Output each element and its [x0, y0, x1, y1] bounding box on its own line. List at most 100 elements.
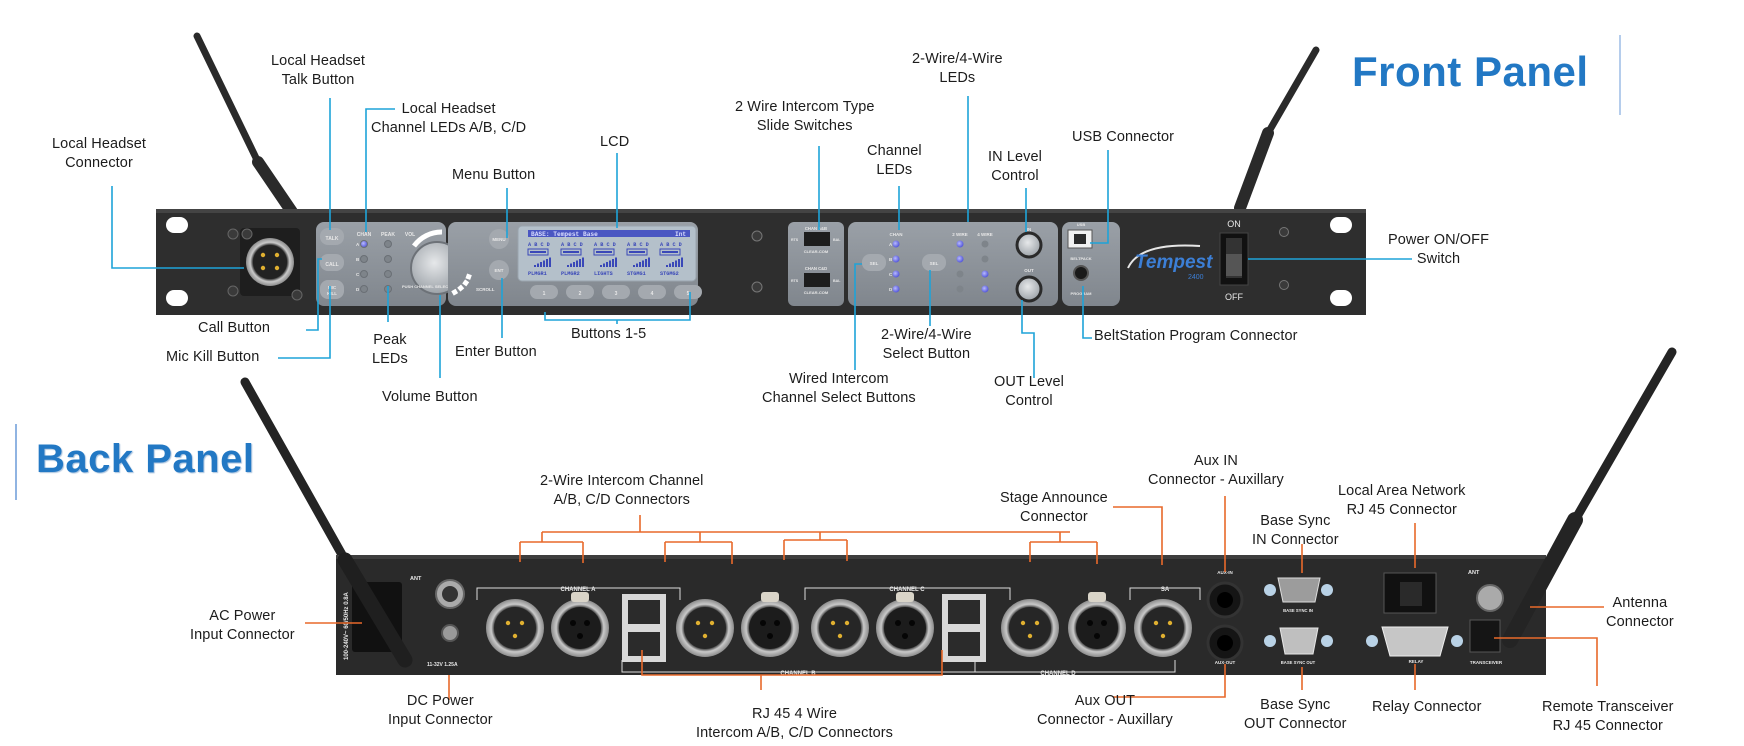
screw-icon	[751, 281, 763, 293]
two-wire-led	[956, 240, 964, 248]
lcd-beltpack-name: PLMGR1	[528, 271, 547, 277]
soft-button-4[interactable]	[638, 285, 666, 299]
beltpack-silk: BELTPACK	[1070, 256, 1091, 261]
call-button-shape[interactable]	[320, 254, 344, 271]
soft-button-5[interactable]	[674, 285, 702, 299]
lcd-signal-bar	[672, 262, 674, 267]
callout-relay: Relay Connector	[1372, 699, 1482, 715]
base-sync-out-silk: BASE SYNC OUT	[1281, 660, 1316, 665]
lcd-channel-letters: A B C D	[594, 242, 616, 248]
channel-c-silk: CHANNEL C	[889, 587, 925, 593]
led-letter: A	[356, 242, 360, 247]
headset-connector	[227, 228, 303, 301]
led-letter: C	[889, 272, 893, 277]
program-silk: PROGRAM	[1071, 291, 1093, 296]
rack-holes	[166, 217, 1352, 306]
lcd-battery-icon	[560, 248, 582, 256]
callout-beltstation-program: BeltStation Program Connector	[1094, 328, 1298, 344]
callout-menu-button: Menu Button	[452, 167, 536, 183]
mic-silk: MIC	[328, 285, 337, 290]
in-level-knob[interactable]	[1015, 231, 1043, 259]
menu-button-shape[interactable]	[489, 229, 509, 249]
back-connectors	[486, 592, 1192, 662]
headset-channel-led	[360, 270, 368, 278]
lcd-signal-bar	[612, 259, 614, 267]
relay-db15-connector	[1366, 626, 1463, 657]
wire-select-button[interactable]	[922, 254, 946, 271]
dc-rating-silk: 11-32V 1.25A	[427, 662, 458, 668]
on-silk: ON	[1227, 219, 1241, 229]
channel-select-button[interactable]	[862, 254, 886, 271]
two-wire-led	[956, 285, 964, 293]
callout-lcd: LCD	[600, 134, 630, 150]
four-wire-led	[981, 240, 989, 248]
lcd-signal-bar	[537, 263, 539, 267]
screw-icon	[751, 230, 763, 242]
slide-switch-ab[interactable]	[804, 232, 830, 246]
out-level-knob[interactable]	[1015, 275, 1043, 303]
callout-volume-button: Volume Button	[382, 389, 478, 405]
lcd-signal-bar	[579, 259, 581, 267]
relay-silk: RELAY	[1409, 659, 1424, 664]
lcd-signal-bar	[609, 260, 611, 267]
peak-led	[384, 255, 392, 263]
led-letter: D	[356, 287, 360, 292]
mic-kill-button-shape[interactable]	[320, 280, 344, 299]
four-wire-led	[981, 285, 989, 293]
lcd-header: BASE: Tempest Base	[531, 231, 598, 238]
headset-channel-led	[360, 240, 368, 248]
lcd-beltpack-name: STGMG2	[660, 271, 679, 277]
two-wire-led	[956, 255, 964, 263]
channel-a-silk: CHANNEL A	[560, 587, 596, 593]
lcd-beltpack-name: PLMGR2	[561, 271, 580, 277]
callout-buttons-1-5: Buttons 1-5	[571, 326, 647, 342]
screw-icon	[1279, 227, 1289, 237]
sel-silk-2: SEL	[930, 261, 939, 266]
two-wire-silk: 2 WIRE	[952, 232, 968, 237]
slide-switch-cd[interactable]	[804, 273, 830, 287]
dc-inlet	[441, 624, 459, 642]
lcd-signal-bar	[546, 259, 548, 267]
lcd-signal-bar	[600, 265, 602, 267]
lcd-signal-bar	[675, 260, 677, 267]
xlr-latch	[896, 592, 914, 602]
lcd-signal-bar	[639, 262, 641, 267]
soft-button-2[interactable]	[566, 285, 594, 299]
rts-silk: RTS	[791, 238, 799, 242]
soft-button-label: 4	[651, 291, 654, 297]
rts-silk-2: RTS	[791, 279, 799, 283]
push-select-silk: PUSH CHANNEL SELECT	[402, 284, 451, 289]
enter-button-shape[interactable]	[489, 260, 509, 280]
soft-button-3[interactable]	[602, 285, 630, 299]
lcd-battery-icon	[593, 248, 615, 256]
led-letter: B	[889, 257, 893, 262]
soft-button-label: 3	[615, 291, 618, 297]
lcd-channel-letters: A B C D	[561, 242, 583, 248]
headset-channel-led	[360, 285, 368, 293]
soft-button-label: 5	[687, 291, 690, 297]
four-wire-silk: 4 WIRE	[977, 232, 993, 237]
talk-button-shape[interactable]	[320, 228, 344, 245]
chan-silk: CHAN	[357, 232, 372, 238]
transceiver-silk: TRANSCEIVER	[1470, 660, 1503, 665]
soft-button-1[interactable]	[530, 285, 558, 299]
wired-intercom-plate	[848, 222, 1058, 306]
ent-silk: ENT	[495, 268, 504, 273]
soft-button-label: 2	[579, 291, 582, 297]
screw-icon	[1279, 280, 1289, 290]
front-leader-lines	[111, 96, 1412, 378]
beltpack-program-jack[interactable]	[1073, 265, 1089, 281]
aux-in-silk: AUX-IN	[1217, 570, 1233, 575]
